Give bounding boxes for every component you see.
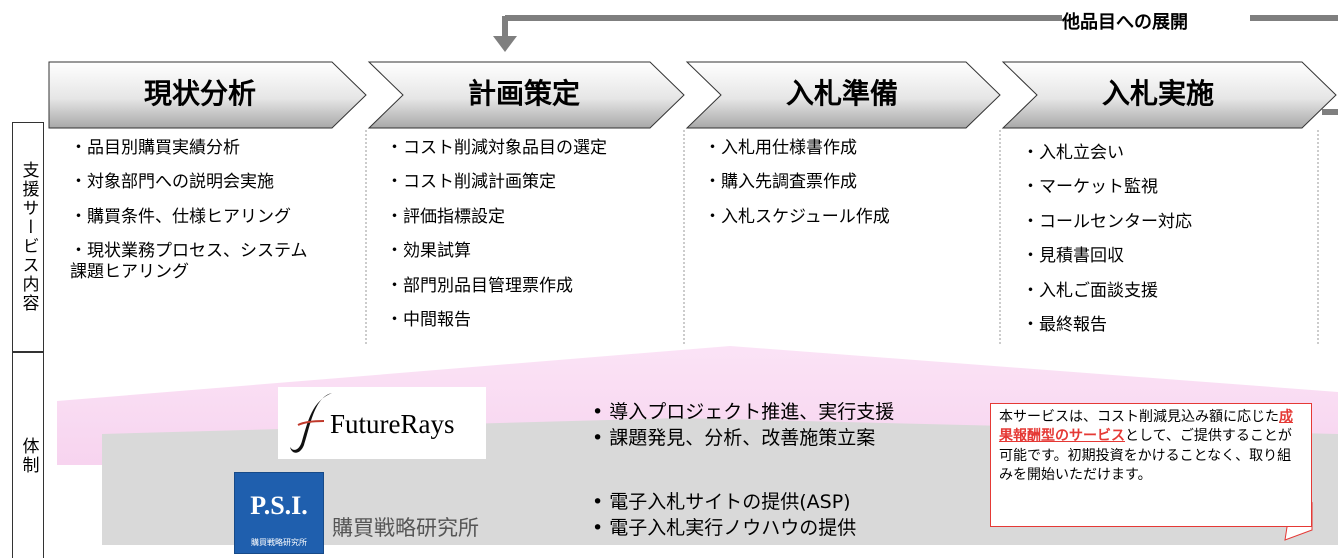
psi-bullet: • 電子入札実行ノウハウの提供 xyxy=(592,517,857,539)
service-column-2: ・コスト削減対象品目の選定 ・コスト削減計画策定 ・評価指標設定 ・効果試算 ・… xyxy=(386,138,676,344)
futurerays-logo-text: FutureRays xyxy=(330,409,455,439)
stage-label-4: 入札実施 xyxy=(1101,77,1214,110)
psi-logo-text: P.S.I. xyxy=(250,491,308,520)
chevron-stage-1 xyxy=(48,61,367,129)
service-item: ・コスト削減計画策定 xyxy=(386,172,556,193)
chevron-stage-4 xyxy=(1001,61,1337,129)
note-highlight: 成果報酬型のサービス xyxy=(999,409,1293,445)
service-item: ・現状業務プロセス、システム 課題ヒアリング xyxy=(70,241,308,282)
futurerays-swoosh-icon xyxy=(290,393,332,453)
success-fee-note: 本サービスは、コスト削減見込み額に応じた成果報酬型のサービスとして、ご提供するこ… xyxy=(990,403,1312,527)
service-item: ・コスト削減対象品目の選定 xyxy=(386,138,607,158)
note-text-before: 本サービスは、コスト削減見込み額に応じた xyxy=(999,409,1279,425)
futurerays-logo: FutureRays xyxy=(278,387,486,459)
service-item: ・コールセンター対応 xyxy=(1022,211,1192,232)
process-chevrons xyxy=(48,61,1337,129)
service-item: ・マーケット監視 xyxy=(1022,177,1158,198)
service-item: ・購入先調査票作成 xyxy=(704,172,857,193)
service-item: ・入札用仕様書作成 xyxy=(704,138,857,158)
stage-label-2: 計画策定 xyxy=(467,77,580,110)
support-side-label: 支援サービス内容 xyxy=(18,161,39,313)
service-item: ・効果試算 xyxy=(386,241,471,262)
service-item: ・入札ご面談支援 xyxy=(1022,280,1158,301)
stage-label-3: 入札準備 xyxy=(785,77,898,110)
service-column-3: ・入札用仕様書作成 ・購入先調査票作成 ・入札スケジュール作成 xyxy=(704,138,984,241)
psi-logo: P.S.I. 購買戦略研究所 xyxy=(234,472,324,554)
note-text-after: として、ご提供することが可能です。初期投資をかけることなく、取り組みを開始いただ… xyxy=(999,428,1292,483)
psi-bullet: • 電子入札サイトの提供(ASP) xyxy=(592,491,851,513)
feedback-loop-arrow xyxy=(493,15,1338,115)
service-item: ・入札立会い xyxy=(1022,143,1124,163)
structure-side-label: 体制 xyxy=(18,436,39,475)
psi-logo-subtext: 購買戦略研究所 xyxy=(251,538,307,547)
service-item: ・見積書回収 xyxy=(1022,246,1124,267)
service-item: ・対象部門への説明会実施 xyxy=(70,172,274,193)
futurerays-bullet: • 課題発見、分析、改善施策立案 xyxy=(592,427,876,449)
support-side-label-box: 支援サービス内容 xyxy=(12,122,44,352)
service-item: ・入札スケジュール作成 xyxy=(704,206,890,227)
service-item: ・最終報告 xyxy=(1022,314,1107,335)
service-column-1: ・品目別購買実績分析 ・対象部門への説明会実施 ・購買条件、仕様ヒアリング ・現… xyxy=(70,138,350,296)
service-item: ・評価指標設定 xyxy=(386,206,505,227)
psi-company-name: 購買戦略研究所 xyxy=(332,516,479,540)
service-item: ・品目別購買実績分析 xyxy=(70,138,240,158)
service-item: ・部門別品目管理票作成 xyxy=(386,275,573,296)
futurerays-bullet: • 導入プロジェクト推進、実行支援 xyxy=(592,401,895,423)
service-item: ・中間報告 xyxy=(386,309,471,330)
service-column-4: ・入札立会い ・マーケット監視 ・コールセンター対応 ・見積書回収 ・入札ご面談… xyxy=(1022,143,1312,349)
chevron-stage-2 xyxy=(367,61,685,129)
structure-side-label-box: 体制 xyxy=(12,352,44,558)
chevron-stage-3 xyxy=(685,61,1001,129)
service-item: ・購買条件、仕様ヒアリング xyxy=(70,206,291,227)
stage-label-1: 現状分析 xyxy=(143,77,256,110)
expansion-tagline: 他品目への展開 xyxy=(1062,12,1188,33)
